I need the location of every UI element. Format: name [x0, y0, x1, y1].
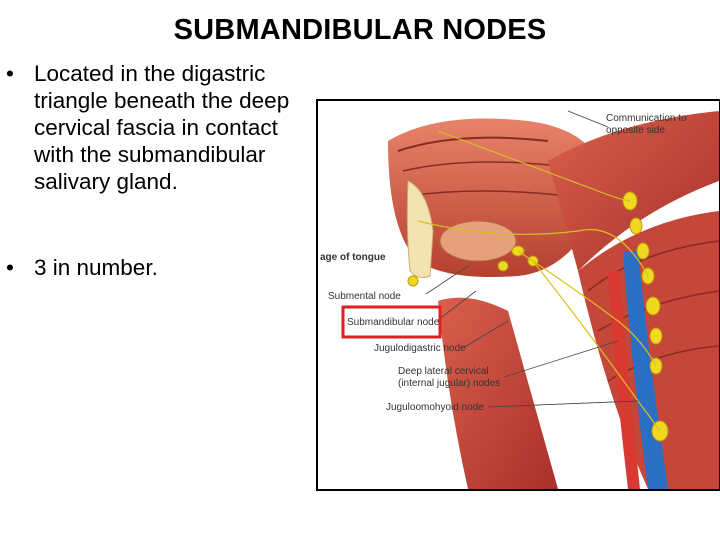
- bullet-location: • Located in the digastric triangle bene…: [0, 60, 320, 195]
- mandible-bone: [406, 180, 434, 279]
- slide-title: SUBMANDIBULAR NODES: [173, 14, 547, 46]
- submandibular-gland: [439, 220, 517, 262]
- bullet-text: 3 in number.: [34, 255, 158, 280]
- bullet-dot-icon: •: [6, 61, 14, 86]
- label-communication: Communication to opposite side: [606, 113, 687, 136]
- label-submental: Submental node: [328, 291, 401, 302]
- bullet-text: Located in the digastric triangle beneat…: [34, 61, 290, 194]
- label-jugulodigastric: Jugulodigastric node: [374, 343, 466, 354]
- label-submandibular: Submandibular node: [347, 317, 440, 328]
- anatomy-illustration: Communication to opposite side age of to…: [316, 99, 720, 491]
- sternocleidomastoid-upper: [548, 111, 719, 271]
- strap-muscles: [438, 297, 558, 489]
- label-deep-lateral: Deep lateral cervical (internal jugular)…: [398, 366, 501, 389]
- bullet-dot-icon: •: [6, 255, 14, 280]
- label-tongue: age of tongue: [320, 252, 386, 263]
- anatomy-drawing: [341, 110, 719, 489]
- bullet-count: • 3 in number.: [0, 254, 320, 281]
- carotid-artery: [608, 271, 640, 489]
- bullet-list: • Located in the digastric triangle bene…: [0, 60, 320, 281]
- label-juguloomohyoid: Juguloomohyoid node: [386, 402, 484, 413]
- highlight-box: [341, 305, 442, 339]
